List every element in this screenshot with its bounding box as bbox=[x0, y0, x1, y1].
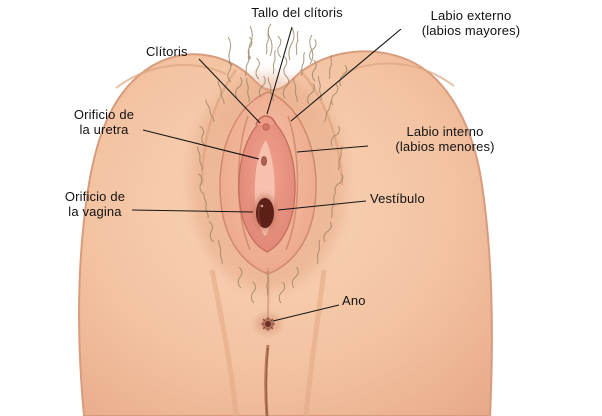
vaginal-fold bbox=[257, 203, 262, 227]
clitoral-hood bbox=[255, 115, 277, 126]
label-line: (labios menores) bbox=[395, 139, 495, 154]
label-line: Clítoris bbox=[146, 44, 188, 59]
leader-labio-externo bbox=[290, 28, 402, 122]
label-line: (labios mayores) bbox=[421, 23, 521, 38]
pubic-hair bbox=[195, 23, 349, 304]
leader-labio-interno bbox=[296, 145, 369, 153]
leader-vestibulo bbox=[277, 200, 367, 211]
label-vestibulo: Vestíbulo bbox=[370, 191, 425, 206]
label-line: Ano bbox=[342, 293, 366, 308]
right-thigh-shadow bbox=[303, 269, 327, 416]
label-clitoris: Clítoris bbox=[146, 44, 188, 59]
leader-ano bbox=[272, 304, 340, 322]
leader-orificio-vagina bbox=[131, 209, 254, 213]
label-orificio-vagina: Orificio de la vagina bbox=[53, 189, 137, 219]
label-line: Tallo del clítoris bbox=[251, 5, 343, 20]
vaginal-highlight bbox=[260, 204, 264, 208]
urethral-opening bbox=[261, 156, 267, 166]
label-ano: Ano bbox=[342, 293, 366, 308]
clitoris-glans bbox=[262, 123, 270, 131]
right-majora-crease bbox=[285, 115, 299, 251]
label-line: la uretra bbox=[79, 122, 129, 137]
label-tallo-del-clitoris: Tallo del clítoris bbox=[233, 5, 361, 20]
leader-orificio-uretra bbox=[142, 129, 260, 160]
left-mound-contour bbox=[115, 64, 227, 89]
label-line: Vestíbulo bbox=[370, 191, 425, 206]
anus bbox=[255, 314, 281, 334]
label-orificio-uretra: Orificio de la uretra bbox=[60, 107, 148, 137]
vaginal-opening bbox=[256, 198, 274, 228]
label-line: la vagina bbox=[68, 204, 122, 219]
label-line: Orificio de bbox=[73, 107, 135, 122]
right-mound-contour bbox=[341, 62, 455, 87]
gluteal-cleft-inner bbox=[265, 347, 269, 416]
label-line: Labio externo bbox=[430, 8, 512, 23]
left-thigh-shadow bbox=[209, 269, 239, 416]
label-line: Orificio de bbox=[64, 189, 126, 204]
leader-tallo-del-clitoris bbox=[266, 26, 293, 115]
label-labio-interno: Labio interno (labios menores) bbox=[372, 124, 518, 154]
label-line: Labio interno bbox=[406, 124, 484, 139]
label-labio-externo: Labio externo (labios mayores) bbox=[400, 8, 542, 38]
leader-clitoris bbox=[198, 58, 261, 124]
